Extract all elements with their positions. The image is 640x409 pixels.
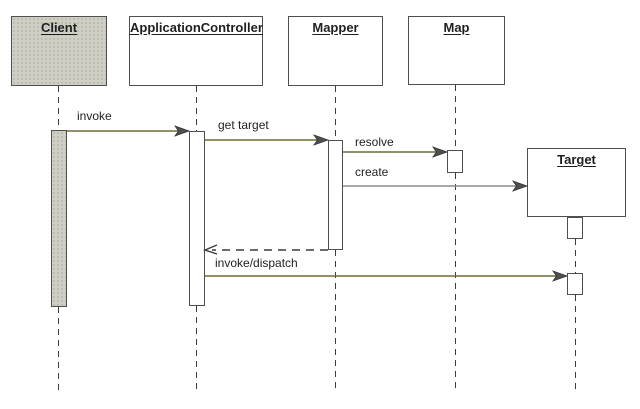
actor-box-map: Map [408,16,505,85]
actor-label-client: Client [40,20,78,35]
arrowhead-invoke [173,125,191,137]
arrowhead-resolve [431,146,449,158]
lifeline-mapper-lower [335,250,336,390]
message-label-resolve: resolve [355,135,394,149]
lifeline-target-upper [575,239,576,273]
arrowhead-return-open [203,244,218,255]
lifeline-applicationcontroller-upper [196,86,197,131]
actor-label-map: Map [443,20,470,35]
message-label-get-target: get target [218,118,269,132]
activation-applicationcontroller [189,131,205,306]
actor-box-mapper: Mapper [288,16,383,86]
actor-label-target: Target [557,152,596,167]
actor-box-applicationcontroller: ApplicationController [129,16,263,86]
activation-target-invoke [567,273,583,295]
activation-client [51,130,67,307]
lifeline-mapper-upper [335,86,336,140]
message-label-invoke: invoke [77,109,112,123]
lifeline-client-lower [58,307,59,390]
message-label-create: create [355,165,389,179]
lifeline-applicationcontroller-lower [196,306,197,390]
actor-box-target: Target [527,148,626,217]
lifeline-client-upper [58,86,59,130]
lifeline-target-lower [575,295,576,390]
activation-map [447,150,463,173]
actor-label-mapper: Mapper [312,20,359,35]
lifeline-map-lower [455,173,456,390]
activation-target-create [567,217,583,239]
arrowhead-invoke-dispatch [551,270,569,282]
actor-label-applicationcontroller: ApplicationController [130,20,263,35]
activation-mapper [328,140,343,250]
arrowhead-create [511,180,529,192]
arrowhead-get-target [312,134,330,146]
lifeline-map-upper [455,85,456,150]
message-label-invoke-dispatch: invoke/dispatch [215,256,298,270]
actor-box-client: Client [11,16,107,86]
